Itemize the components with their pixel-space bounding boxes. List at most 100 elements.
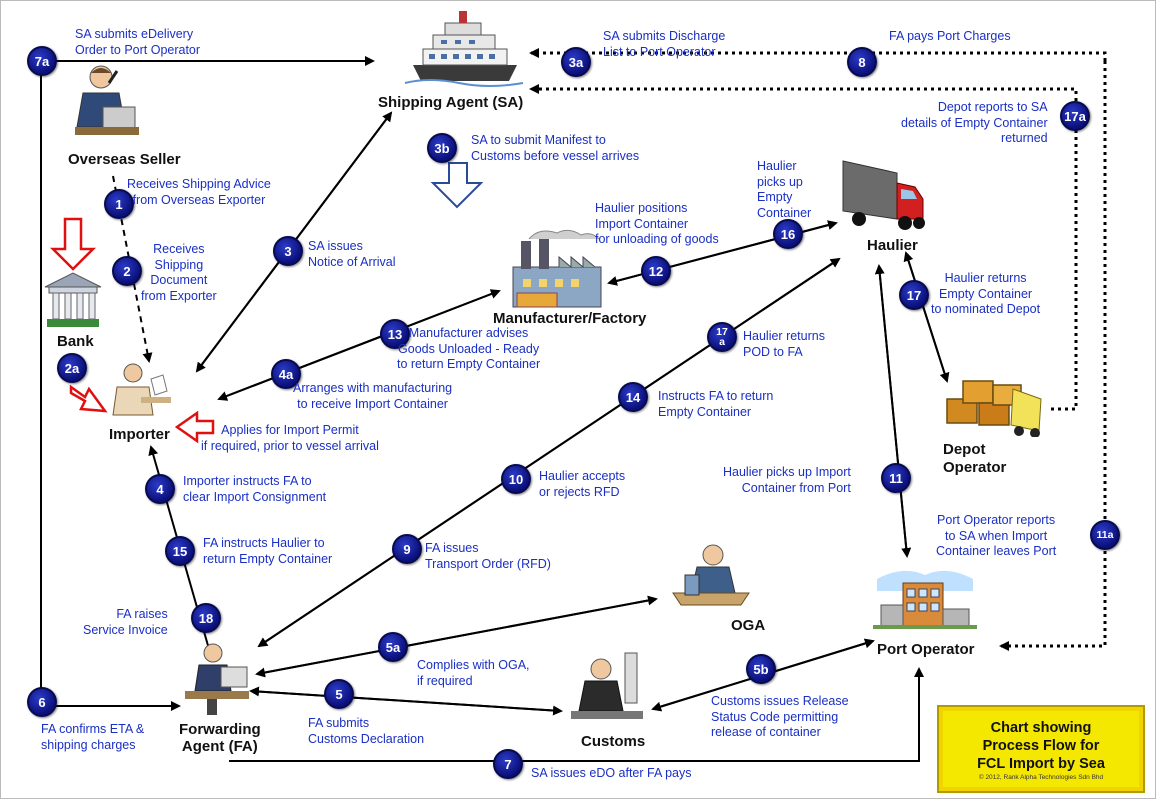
note-line: Order to Port Operator (75, 42, 201, 57)
badge-17a-letter: a (719, 336, 725, 348)
note-line: Arranges with manufacturing (293, 381, 453, 395)
legend-line-2: Process Flow for (982, 738, 1100, 754)
note-line: Customs before vessel arrives (471, 148, 640, 163)
seller-phone-icon (75, 65, 139, 135)
badge-step-2a: 2a (57, 353, 87, 383)
note-line: Notice of Arrival (308, 254, 396, 269)
badge-step-15: 14 (618, 382, 648, 412)
edge-17-depot-back (903, 251, 948, 382)
badge-step-2: 2 (112, 256, 142, 286)
note-line: Customs issues Release (711, 694, 849, 708)
note-line: Applies for Import Permit (221, 423, 359, 437)
badge-17a-num: 17 (716, 326, 728, 338)
note-line: Receives (153, 242, 205, 256)
badge-step-4a: 4a (271, 359, 301, 389)
node-fa-line-2: Agent (FA) (181, 738, 258, 755)
red-arrow-bank (49, 217, 97, 271)
note-line: Haulier positions (595, 201, 688, 215)
note-line: List to Port Operator (603, 44, 716, 59)
note-step-5a: Complies with OGA,if required (417, 658, 530, 689)
truck-icon (842, 160, 925, 230)
note-line: clear Import Consignment (183, 489, 327, 504)
node-depot-line-1: Depot (943, 441, 986, 458)
badge-step-11: 11 (881, 463, 911, 493)
badge-step-10: 10 (501, 464, 531, 494)
note-line: FA raises (116, 607, 168, 621)
note-line: Transport Order (RFD) (425, 556, 551, 571)
badge-step-3a: 3a (561, 47, 591, 77)
chart-legend-box: Chart showing Process Flow for FCL Impor… (937, 705, 1145, 793)
note-step-6: FA confirms ETA &shipping charges (41, 722, 144, 753)
note-line: returned (1001, 131, 1048, 145)
badge-step-17: 17 (899, 280, 929, 310)
badge-step-9: 9 (392, 534, 422, 564)
badge-step-8: 7 (493, 749, 523, 779)
node-overseas-seller: Overseas Seller (68, 151, 181, 168)
badge-step-7: 7a (27, 46, 57, 76)
badge-step-13: 13 (380, 319, 410, 349)
hollow-arrow-3b (430, 162, 484, 209)
note-line: POD to FA (743, 344, 803, 359)
badge-step-3b: 3b (427, 133, 457, 163)
note-line: if required (417, 673, 473, 688)
note-line: Container from Port (741, 480, 851, 495)
note-line: or rejects RFD (539, 484, 620, 499)
badge-step-6: 6 (27, 687, 57, 717)
note-line: Goods Unloaded - Ready (398, 341, 540, 356)
node-bank: Bank (57, 333, 94, 350)
note-line: Haulier accepts (539, 469, 626, 483)
note-line: Instructs FA to return (658, 389, 774, 403)
note-line: Haulier picks up Import (723, 465, 851, 479)
note-line: Haulier returns (944, 271, 1027, 285)
note-line: picks up (757, 174, 803, 189)
note-line: from Overseas Exporter (132, 192, 266, 207)
node-importer: Importer (109, 426, 170, 443)
note-line: shipping charges (41, 737, 136, 752)
note-line: Service Invoice (83, 622, 168, 637)
note-line: to nominated Depot (931, 302, 1041, 316)
edge-15-9-back (257, 258, 840, 648)
note-line: Empty Container (939, 286, 1033, 301)
note-line: Empty (757, 190, 793, 204)
note-line: FA issues (425, 541, 479, 555)
bank-icon (44, 272, 102, 327)
note-line: to SA when Import (945, 528, 1048, 543)
note-line: SA to submit Manifest to (471, 133, 606, 147)
building-icon (873, 570, 977, 629)
badge-step-7a: 8 (847, 47, 877, 77)
node-depot-line-2: Operator (943, 459, 1007, 476)
edge-17a-depot-dotted (1051, 129, 1078, 411)
note-line: Receives Shipping Advice (127, 177, 271, 191)
importer-icon (112, 363, 171, 416)
note-line: Empty Container (658, 404, 752, 419)
note-line: release of container (711, 725, 821, 739)
edge-11-haulier-port-back (874, 264, 908, 557)
customs-officer-icon (571, 652, 643, 719)
badge-step-5b: 5b (746, 654, 776, 684)
note-line: for unloading of goods (595, 232, 719, 246)
badge-step-1: 1 (104, 189, 134, 219)
badge-step-16: 16 (773, 219, 803, 249)
badge-step-5: 5 (324, 679, 354, 709)
container-stack-icon (946, 380, 1042, 437)
fa-computer-icon (185, 643, 249, 715)
note-line: if required, prior to vessel arrival (201, 438, 379, 453)
node-manufacturer: Manufacturer/Factory (493, 310, 647, 327)
